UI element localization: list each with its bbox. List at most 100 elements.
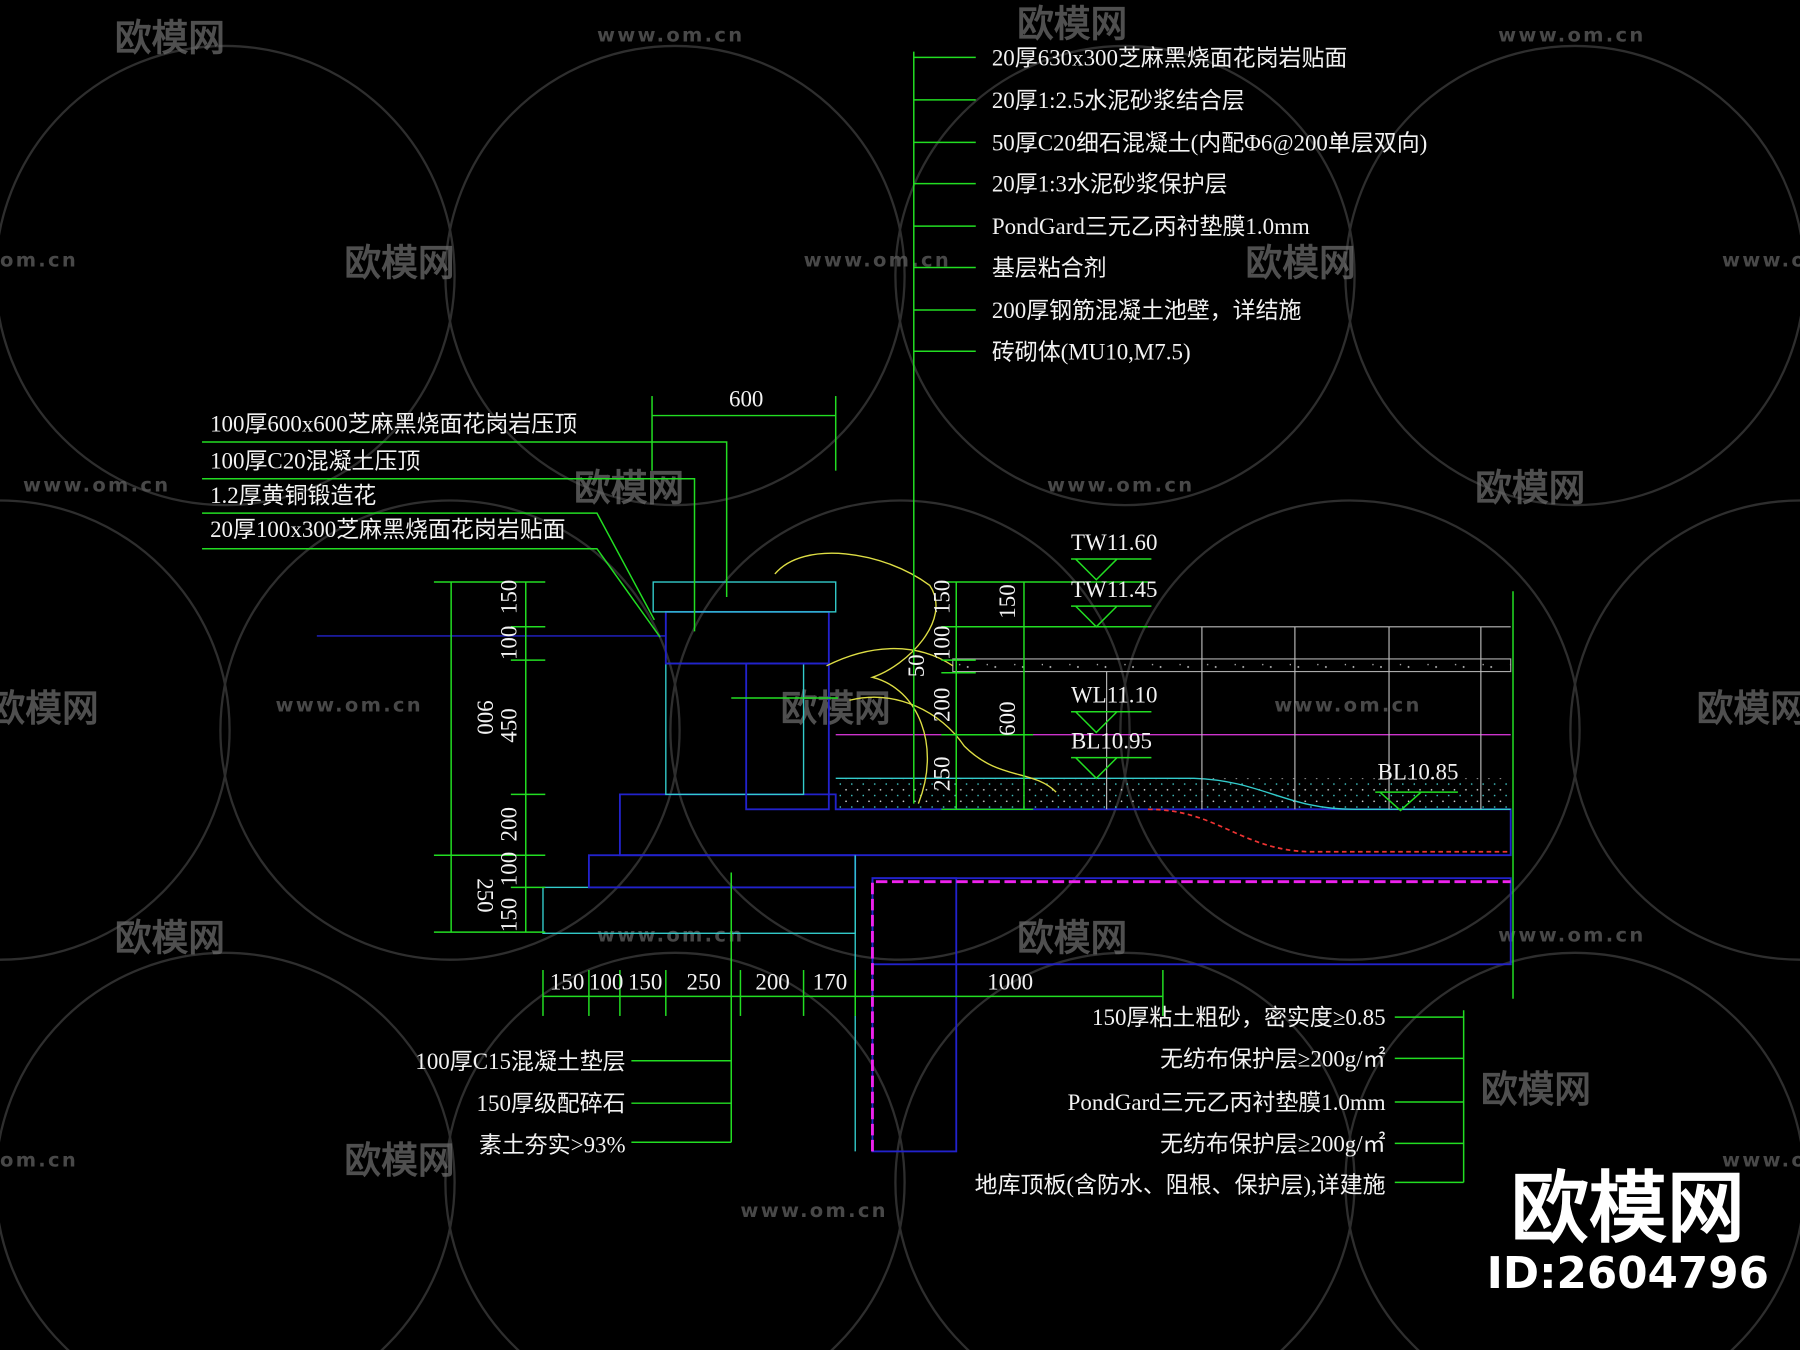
callout-text: 20厚630x300芝麻黑烧面花岗岩贴面	[992, 45, 1348, 70]
membrane	[871, 880, 1511, 1152]
svg-text:欧模网: 欧模网	[115, 17, 225, 60]
callout-text: 50厚C20细石混凝土(内配Φ6@200单层双向)	[992, 130, 1427, 155]
dim-text: 150	[497, 898, 522, 932]
callout-text: 20厚1:3水泥砂浆保护层	[992, 172, 1228, 197]
callout-text: 地库顶板(含防水、阻根、保护层),详建施	[975, 1173, 1386, 1198]
svg-text:www.om.cn: www.om.cn	[804, 248, 951, 271]
callout-text: PondGard三元乙丙衬垫膜1.0mm	[1068, 1090, 1386, 1115]
dim-text: 900	[473, 700, 498, 734]
dim-text: 450	[497, 708, 522, 742]
brand-watermark: 欧模网 ID:2604796	[1487, 1164, 1769, 1299]
top-right-callouts: 20厚630x300芝麻黑烧面花岗岩贴面 20厚1:2.5水泥砂浆结合层 50厚…	[992, 45, 1427, 364]
dim-text: 150	[995, 584, 1020, 618]
granite-coping	[652, 581, 837, 613]
svg-text:欧模网: 欧模网	[0, 687, 99, 730]
c15-cushion	[587, 854, 857, 889]
svg-text:欧模网: 欧模网	[344, 1139, 454, 1182]
dim-text: 150	[628, 970, 662, 995]
callout-text: 100厚600x600芝麻黑烧面花岗岩压顶	[210, 412, 577, 437]
svg-text:www.om.cn: www.om.cn	[597, 23, 744, 46]
elevation-bl2: BL10.85	[1378, 759, 1459, 784]
dim-text: 50	[904, 654, 929, 677]
svg-text:www.om.cn: www.om.cn	[23, 473, 170, 496]
dim-text: 200	[497, 807, 522, 841]
callout-text: 无纺布保护层≥200g/㎡	[1160, 1131, 1385, 1156]
callout-text: 150厚级配碎石	[477, 1091, 626, 1116]
svg-text:www.om.cn: www.om.cn	[276, 694, 423, 717]
callout-text: 1.2厚黄铜锻造花	[210, 483, 376, 508]
elevation-labels: TW11.60 TW11.45 WL11.10 BL10.95 BL10.85	[1071, 530, 1458, 785]
svg-text:www.om.cn: www.om.cn	[1274, 694, 1421, 717]
svg-text:www.om.cn: www.om.cn	[597, 923, 744, 946]
svg-text:欧模网: 欧模网	[115, 917, 225, 960]
dim-text: 600	[729, 386, 763, 411]
svg-text:om.cn: om.cn	[0, 1148, 78, 1171]
svg-text:欧模网: 欧模网	[1511, 1164, 1745, 1254]
pool-bed-curve	[835, 777, 1511, 811]
svg-text:欧模网: 欧模网	[1475, 467, 1585, 510]
leaders	[202, 51, 1465, 1184]
roof-wall	[871, 877, 958, 1153]
structure	[316, 552, 1514, 1153]
dim-text: 150	[929, 580, 954, 614]
callout-text: 无纺布保护层≥200g/㎡	[1160, 1046, 1385, 1071]
dim-text: 1000	[987, 970, 1033, 995]
callout-text: 200厚钢筋混凝土池壁，详结施	[992, 298, 1302, 323]
dim-text: 250	[473, 878, 498, 912]
callout-text: 100厚C15混凝土垫层	[415, 1049, 625, 1074]
callout-text: 150厚粘土粗砂，密实度≥0.85	[1092, 1005, 1386, 1030]
svg-text:www.om.cn: www.om.cn	[1047, 473, 1194, 496]
svg-text:www.om.cn: www.om.cn	[1722, 248, 1800, 271]
dim-text: 100	[497, 852, 522, 886]
svg-text:欧模网: 欧模网	[781, 687, 891, 730]
svg-text:欧模网: 欧模网	[1017, 3, 1127, 46]
dim-text: 100	[589, 970, 623, 995]
callout-text: 20厚100x300芝麻黑烧面花岗岩贴面	[210, 517, 566, 542]
dim-text: 600	[995, 701, 1020, 735]
dim-text: 150	[550, 970, 584, 995]
svg-text:欧模网: 欧模网	[574, 467, 684, 510]
dimension-lines	[433, 396, 1458, 1016]
svg-text:欧模网: 欧模网	[1246, 242, 1356, 285]
dim-text: 250	[686, 970, 720, 995]
left-callouts: 100厚600x600芝麻黑烧面花岗岩压顶 100厚C20混凝土压顶 1.2厚黄…	[210, 412, 577, 543]
elevation-tw2: TW11.45	[1071, 577, 1157, 602]
svg-text:www.om.cn: www.om.cn	[1722, 1148, 1800, 1171]
callout-text: 基层粘合剂	[992, 256, 1107, 281]
wall-rc	[745, 662, 830, 811]
dim-text: 200	[929, 688, 954, 722]
svg-text:www.om.cn: www.om.cn	[1498, 923, 1645, 946]
bottom-left-callouts: 100厚C15混凝土垫层 150厚级配碎石 素土夯实>93%	[415, 1049, 625, 1158]
dim-text: 250	[929, 757, 954, 791]
elevation-tw1: TW11.60	[1071, 530, 1157, 555]
callout-text: 素土夯实>93%	[479, 1133, 626, 1158]
dim-text: 100	[497, 626, 522, 660]
pool-water-fill	[835, 778, 1511, 810]
svg-text:欧模网: 欧模网	[1017, 917, 1127, 960]
dimension-texts: 600 900 250 150 100 450 200 100 150 150 …	[473, 386, 1034, 994]
callout-text: 砖砌体(MU10,M7.5)	[992, 339, 1191, 364]
elevation-bl1: BL10.95	[1071, 728, 1152, 753]
callout-text: 20厚1:2.5水泥砂浆结合层	[992, 88, 1245, 113]
dim-text: 200	[755, 970, 789, 995]
dim-text: 100	[929, 626, 954, 660]
svg-text:om.cn: om.cn	[0, 248, 78, 271]
bottom-right-callouts: 150厚粘土粗砂，密实度≥0.85 无纺布保护层≥200g/㎡ PondGard…	[975, 1005, 1386, 1198]
watermark-arcs	[0, 44, 1800, 1350]
dim-text: 170	[813, 970, 847, 995]
rock-outline	[774, 552, 1057, 804]
elevation-wl: WL11.10	[1071, 683, 1157, 708]
callout-text: PondGard三元乙丙衬垫膜1.0mm	[992, 214, 1310, 239]
svg-text:www.om.cn: www.om.cn	[1498, 23, 1645, 46]
paving-band	[952, 658, 1512, 673]
watermarks: 欧模网 欧模网 欧模网 欧模网 欧模网 欧模网 欧模网 欧模网 欧模网 欧模网 …	[0, 3, 1800, 1222]
dim-text: 150	[497, 580, 522, 614]
liner-curve	[1147, 808, 1511, 853]
svg-text:欧模网: 欧模网	[1481, 1068, 1591, 1111]
svg-text:www.om.cn: www.om.cn	[740, 1199, 887, 1222]
svg-text:欧模网: 欧模网	[1697, 687, 1800, 730]
callout-text: 100厚C20混凝土压顶	[210, 448, 420, 473]
svg-text:欧模网: 欧模网	[344, 242, 454, 285]
svg-text:ID:2604796: ID:2604796	[1487, 1249, 1769, 1299]
